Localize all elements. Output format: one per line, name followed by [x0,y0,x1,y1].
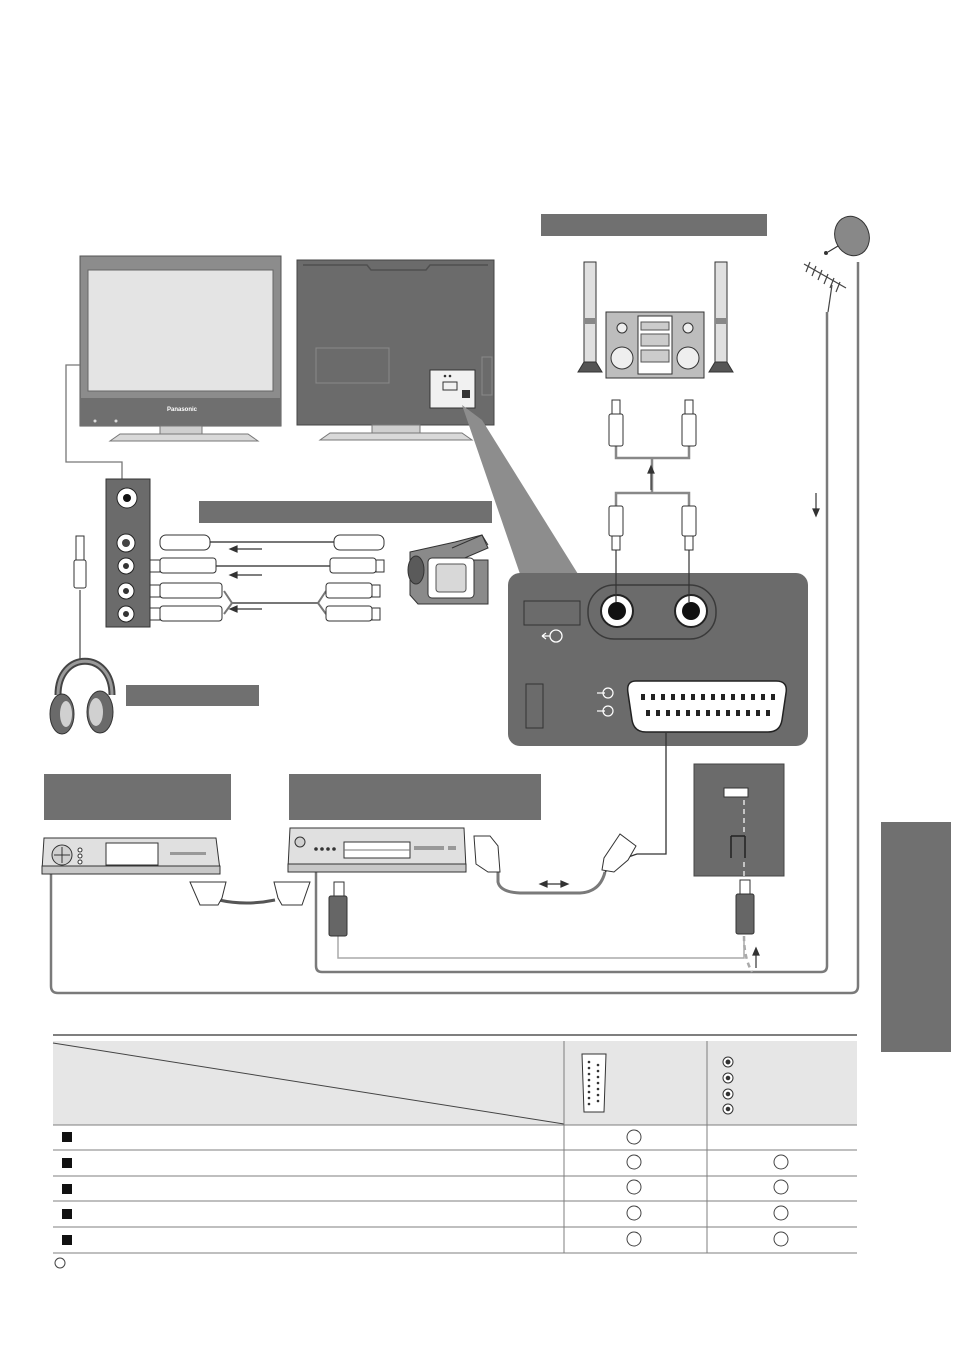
side-av-panel [105,478,151,628]
decoder-icon [41,837,221,875]
satellite-cable [49,262,860,995]
signal-arrows-camcorder [228,545,262,613]
header-bar-headphones [126,685,259,706]
camcorder-cables [149,534,385,622]
camcorder-icon [407,534,489,605]
scart-pins [641,694,775,716]
row-bullet [62,1209,72,1219]
zoom-wedge [462,405,578,574]
compat-mark-r5-c1 [626,1231,642,1247]
rear-connector-panel [508,573,808,746]
compat-table [52,1034,857,1269]
audio-system-icon [577,261,734,379]
tv-back [296,259,495,441]
antenna-icon [803,261,847,313]
compat-mark-r4-c2 [773,1205,789,1221]
scart-socket[interactable] [626,680,788,733]
compat-mark-r1-c1 [626,1129,642,1145]
compat-mark-r2-c2 [773,1154,789,1170]
row-bullet [62,1132,72,1142]
signal-arrow-aerial [812,493,820,518]
header-bar-decoder [44,774,231,820]
compat-mark-r4-c1 [626,1205,642,1221]
row-bullet [62,1235,72,1245]
header-bar-audio-equipment [541,214,767,236]
signal-arrow-scart [538,880,570,888]
row-bullet [62,1184,72,1194]
audio-rca-cable [608,399,697,551]
tv-brand-label: Panasonic [167,407,198,413]
aerial-wall-socket [693,763,785,892]
av-in-out-icon [597,687,614,717]
compat-mark-r3-c2 [773,1179,789,1195]
side-tab [881,822,951,1052]
header-bar-recorder [289,774,541,820]
compat-mark-r2-c1 [626,1154,642,1170]
header-bar-camcorder [199,501,492,523]
compat-marks [626,1129,789,1247]
recorder-tv-scart-cable [473,732,667,895]
side-panel-link-line [65,364,123,480]
headphones-icon [49,657,116,735]
row-bullet [62,1158,72,1168]
tv-front: Panasonic [79,255,282,442]
satellite-dish-icon [824,215,870,257]
decoder-scart-cable [189,881,311,906]
compat-mark-r5-c2 [773,1231,789,1247]
compat-mark-r3-c1 [626,1179,642,1195]
recorder-icon [287,827,467,873]
legend-mark-symbol [54,1257,66,1269]
av-jacks-column-icon [722,1056,734,1115]
signal-arrow-wall [752,946,760,968]
scart-column-icon [581,1053,607,1113]
aerial-cable [314,312,829,974]
